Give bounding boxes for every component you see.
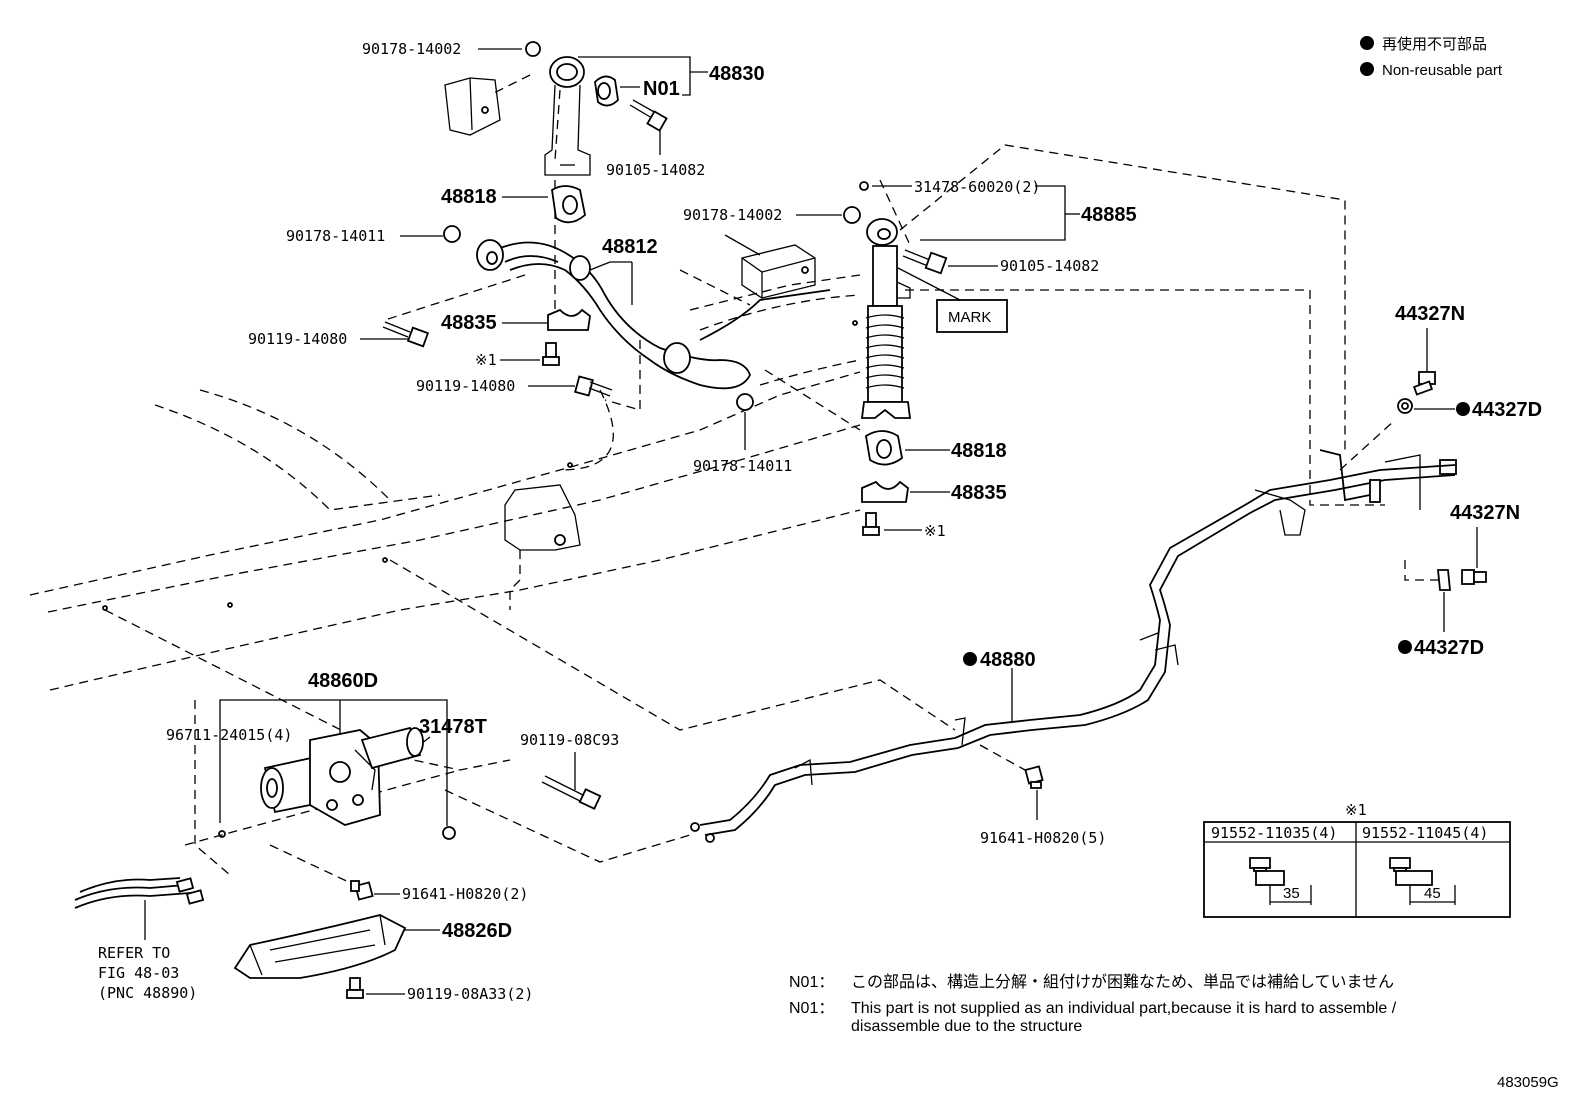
figure-id: 483059G	[1497, 1074, 1559, 1091]
label-48860d: 48860D	[308, 670, 378, 692]
label-90105-14082-mid: 90105-14082	[1000, 257, 1099, 275]
bracket-48835-right	[861, 480, 909, 503]
bolt-91552-11035-icon	[1249, 857, 1312, 905]
label-91641-5: 91641-H0820(5)	[980, 829, 1106, 847]
refer-text-line3: (PNC 48890)	[98, 984, 197, 1002]
label-kome1-b: ※1	[924, 522, 946, 540]
label-31478t: 31478T	[419, 716, 487, 738]
gasket-44327d-bottom	[1437, 569, 1451, 591]
label-90119-14080-a: 90119-14080	[248, 330, 347, 348]
legend: 再使用不可部品 Non-reusable part	[1360, 36, 1503, 79]
table-col-2-dim: 45	[1424, 885, 1441, 902]
bracket-left	[444, 77, 501, 136]
bolt-90119-14080-b	[574, 375, 613, 397]
legend-en: Non-reusable part	[1382, 62, 1503, 79]
refer-text-line1: REFER TO	[98, 944, 170, 962]
label-90178-14011-mid: 90178-14011	[693, 457, 792, 475]
bolt-90119-08c93	[541, 775, 602, 810]
stabilizer-bar-48812	[476, 239, 831, 390]
bolt-90119-08a33	[346, 977, 364, 999]
kome1-table: ※1 91552-11035(4) 91552-11045(4) 35 45	[1203, 801, 1511, 918]
note-2-text: This part is not supplied as an individu…	[851, 1000, 1397, 1017]
gasket-44327d-top	[1397, 398, 1413, 414]
protector-48826d	[233, 914, 407, 979]
bolt-90105-14082-top	[629, 99, 668, 132]
bolt-44327n-bottom	[1461, 569, 1487, 585]
bolt-90105-14082-mid	[902, 249, 948, 275]
label-48880: 48880	[980, 649, 1036, 671]
label-90178-14002-top: 90178-14002	[362, 40, 461, 58]
part-labels: 90178-14002 48830 N01	[74, 40, 1542, 1003]
label-48830: 48830	[709, 63, 765, 85]
label-31478-60020: 31478-60020(2)	[914, 178, 1040, 196]
nut-90178-14011-left	[443, 225, 461, 243]
stabilizer-link-48830	[544, 56, 591, 176]
label-44327d-top: 44327D	[1472, 399, 1542, 421]
table-title: ※1	[1345, 801, 1367, 819]
label-96711: 96711-24015(4)	[166, 726, 292, 744]
label-90178-14002-mid: 90178-14002	[683, 206, 782, 224]
non-reusable-dot-icon	[1398, 640, 1412, 654]
table-col-2-part: 91552-11045(4)	[1362, 824, 1488, 842]
shock-absorber-48885	[860, 218, 912, 419]
leader-lines	[104, 74, 1440, 886]
notes: N01： この部品は、構造上分解・組付けが困難なため、単品では補給していません …	[789, 973, 1397, 1035]
label-44327n-bottom: 44327N	[1450, 502, 1520, 524]
frame-outline	[29, 274, 861, 691]
nut-90178-14002-top	[525, 41, 541, 57]
label-90119-14080-b: 90119-14080	[416, 377, 515, 395]
nut-90178-14002-mid	[843, 206, 861, 224]
non-reusable-dot-icon	[1360, 62, 1374, 76]
label-44327n-top: 44327N	[1395, 303, 1465, 325]
label-48885: 48885	[1081, 204, 1137, 226]
bushing-48818-top	[551, 185, 586, 224]
refer-text-line2: FIG 48-03	[98, 964, 179, 982]
label-48835-right: 48835	[951, 482, 1007, 504]
label-44327d-bottom: 44327D	[1414, 637, 1484, 659]
clip-31478-60020	[859, 181, 869, 191]
note-1-text: この部品は、構造上分解・組付けが困難なため、単品では補給していません	[851, 973, 1394, 991]
bolt-91641-5	[1024, 765, 1044, 789]
label-90119-08a33: 90119-08A33(2)	[407, 985, 533, 1003]
bolt-kome1-a	[542, 342, 560, 366]
label-90105-14082-top: 90105-14082	[606, 161, 705, 179]
non-reusable-dot-icon	[963, 652, 977, 666]
bushing-48818-right	[865, 430, 903, 466]
table-col-1-part: 91552-11035(4)	[1211, 824, 1337, 842]
bracket-mid	[724, 234, 816, 299]
label-48826d: 48826D	[442, 920, 512, 942]
label-48818-right: 48818	[951, 440, 1007, 462]
bolt-91552-11045-icon	[1389, 857, 1456, 905]
label-90119-08c93: 90119-08C93	[520, 731, 619, 749]
note-1-code: N01：	[789, 974, 834, 991]
valve-assembly-48860d	[260, 726, 424, 826]
bolt-91641-2	[350, 880, 374, 901]
mark-box	[936, 299, 1008, 333]
bolt-kome1-b	[862, 512, 880, 536]
label-90178-14011-left: 90178-14011	[286, 227, 385, 245]
note-3-text: disassemble due to the structure	[851, 1018, 1082, 1035]
label-48812: 48812	[602, 236, 658, 258]
label-91641-2: 91641-H0820(2)	[402, 885, 528, 903]
non-reusable-dot-icon	[1360, 36, 1374, 50]
legend-jp: 再使用不可部品	[1382, 36, 1487, 53]
note-2-code: N01：	[789, 1000, 834, 1017]
bolt-44327n-top	[1412, 371, 1436, 396]
non-reusable-dot-icon	[1456, 402, 1470, 416]
bolt-90119-14080-a	[382, 321, 430, 348]
mark-label: MARK	[948, 309, 991, 326]
label-48835-top: 48835	[441, 312, 497, 334]
label-kome1-a: ※1	[475, 351, 497, 369]
label-48818-top: 48818	[441, 186, 497, 208]
table-col-1-dim: 35	[1283, 885, 1300, 902]
tube-48880	[690, 449, 1457, 843]
bracket-48835-top	[547, 308, 591, 331]
bushing-n01	[594, 75, 619, 107]
refer-tubes	[74, 877, 205, 940]
label-n01: N01	[643, 78, 680, 100]
nut-90178-14011-mid	[736, 393, 754, 411]
